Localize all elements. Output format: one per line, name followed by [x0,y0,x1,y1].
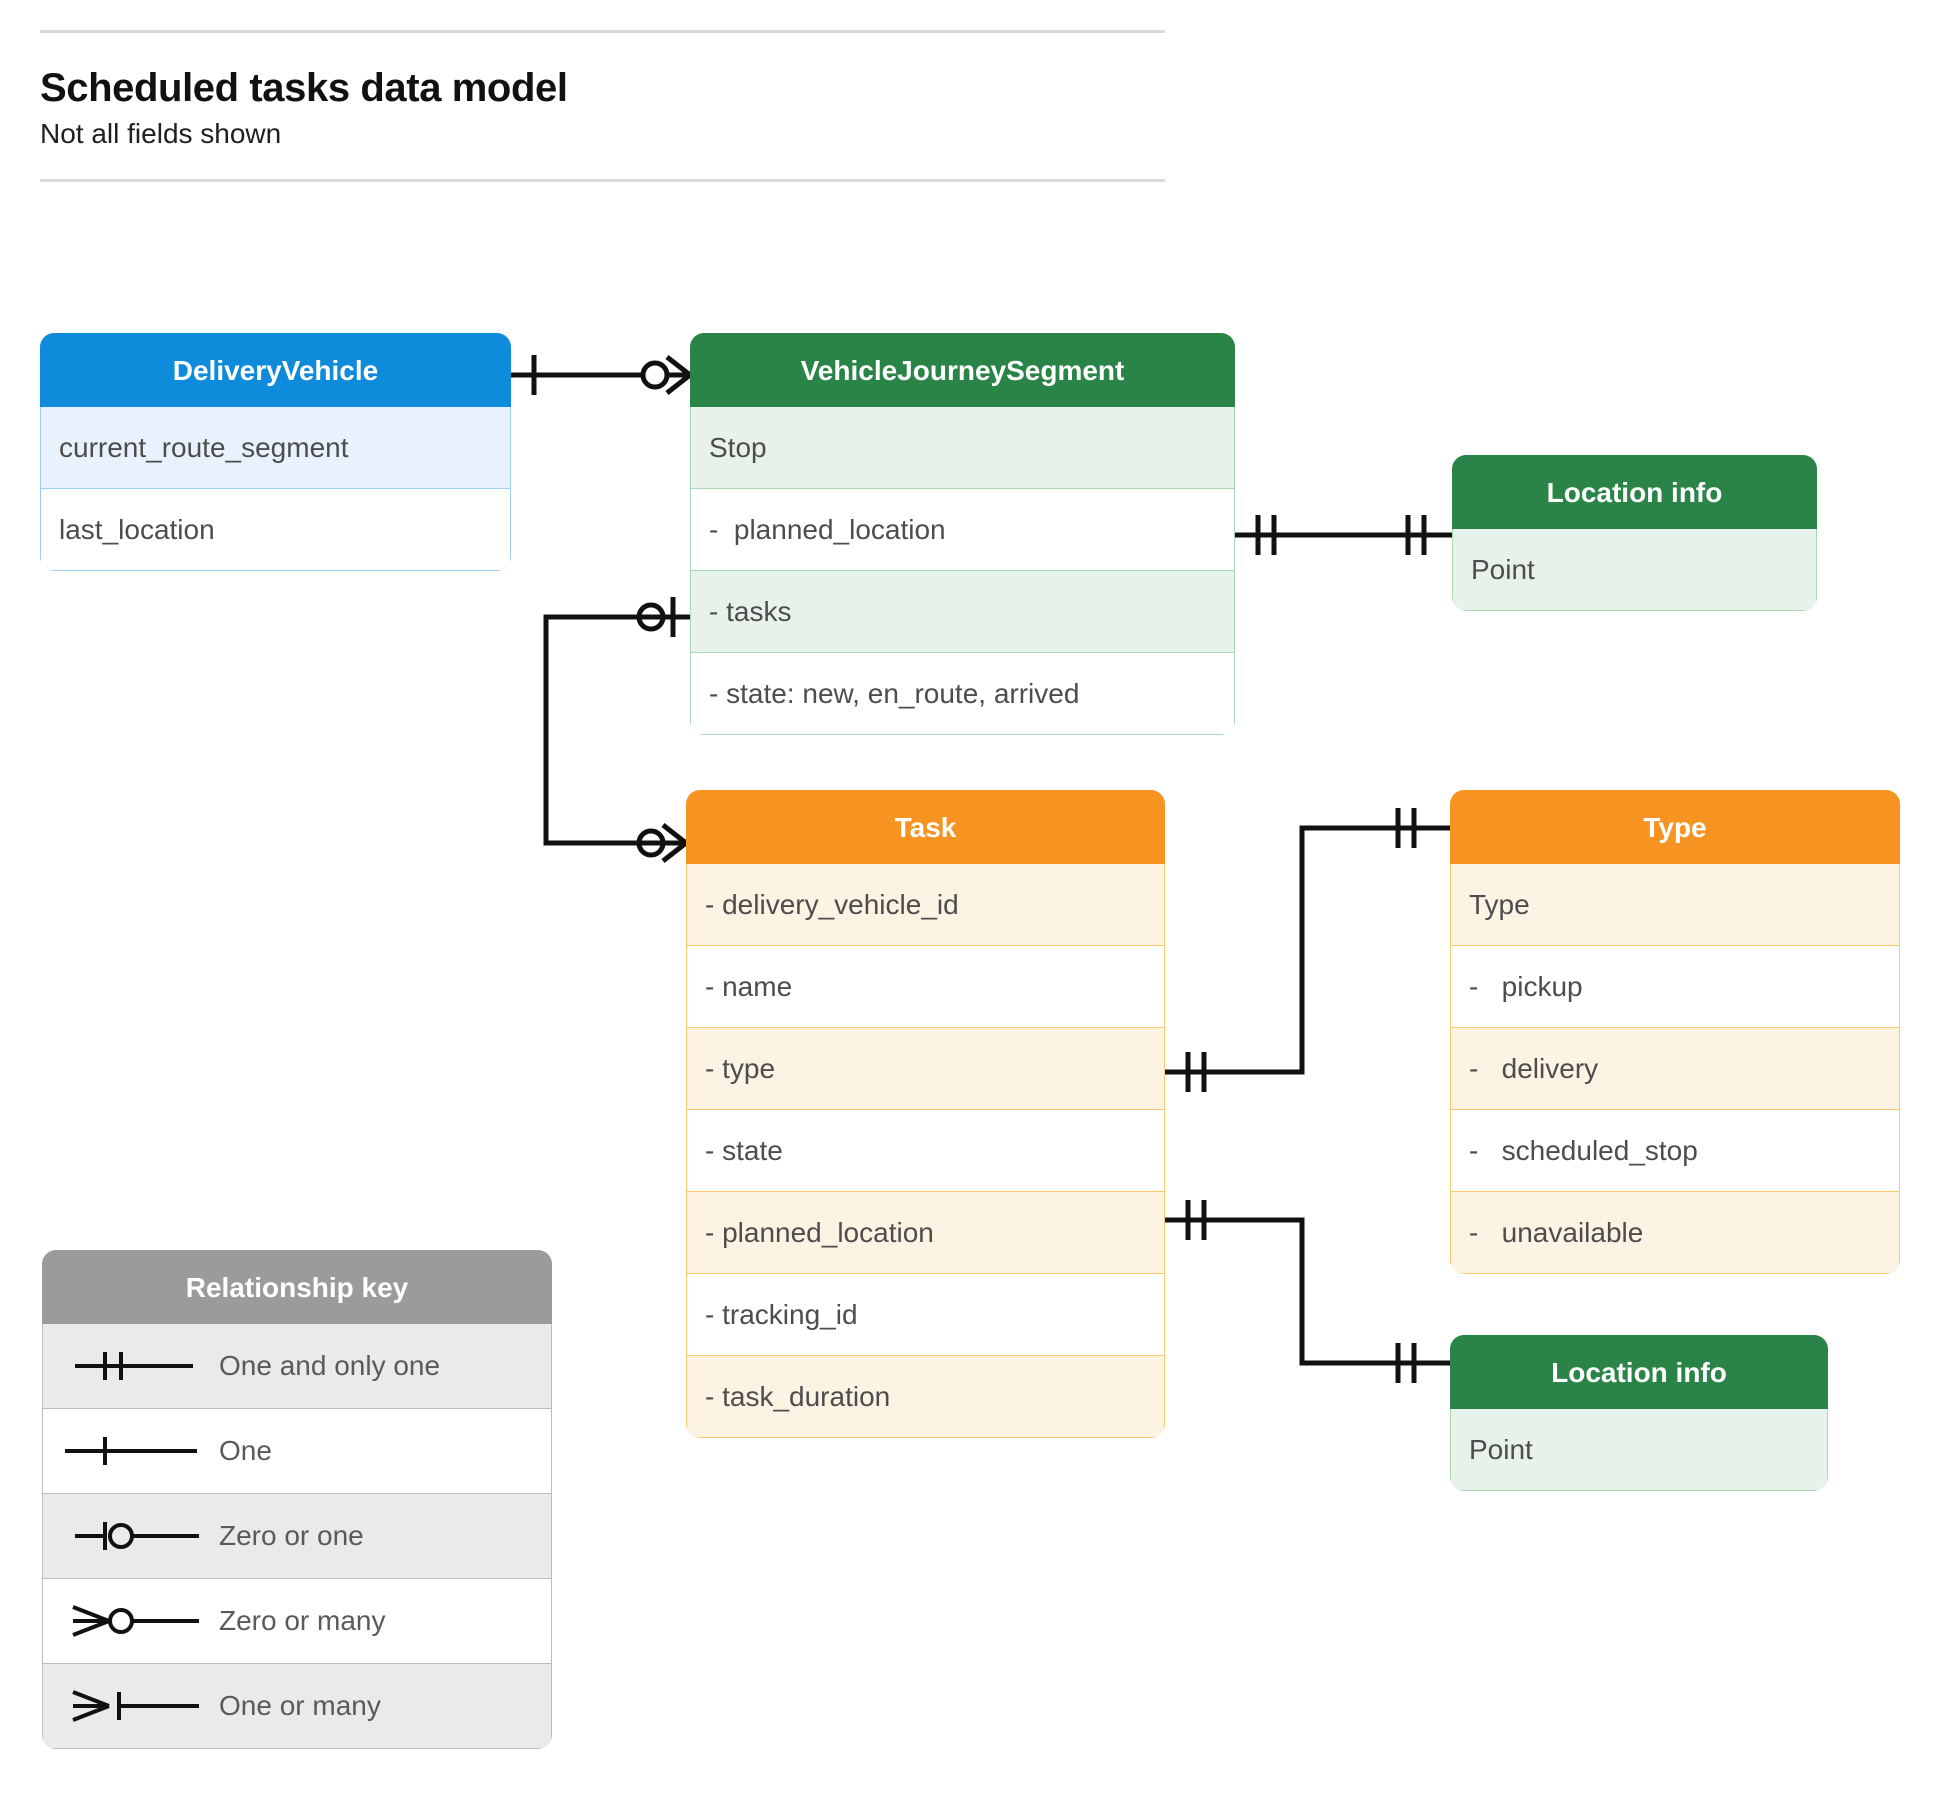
relationship-key-legend: Relationship key One and only one One [42,1250,552,1749]
entity-field[interactable]: - scheduled_stop [1450,1110,1900,1192]
entity-field[interactable]: current_route_segment [40,407,511,489]
entity-rows-task: - delivery_vehicle_id - name - type - st… [686,864,1165,1438]
legend-item-one-and-only-one: One and only one [42,1324,552,1409]
entity-rows-vehicle-journey-segment: Stop - planned_location - tasks - state:… [690,407,1235,735]
entity-field[interactable]: - task_duration [686,1356,1165,1438]
entity-rows-type: Type - pickup - delivery - scheduled_sto… [1450,864,1900,1274]
entity-field[interactable]: - name [686,946,1165,1028]
entity-field[interactable]: - unavailable [1450,1192,1900,1274]
entity-title-vehicle-journey-segment: VehicleJourneySegment [690,333,1235,407]
entity-delivery-vehicle[interactable]: DeliveryVehicle current_route_segment la… [40,333,511,571]
entity-field[interactable]: - state [686,1110,1165,1192]
entity-location-info-top[interactable]: Location info Point [1452,455,1817,611]
legend-item-label: Zero or many [219,1605,386,1636]
legend-item-label: Zero or one [219,1520,364,1551]
entity-title-location-info-bottom: Location info [1450,1335,1828,1409]
entity-title-task: Task [686,790,1165,864]
one-or-many-icon [57,1686,205,1726]
one-and-only-one-icon [57,1346,205,1386]
one-icon [57,1431,205,1471]
entity-rows-delivery-vehicle: current_route_segment last_location [40,407,511,571]
legend-item-label: One and only one [219,1350,441,1381]
entity-field[interactable]: last_location [40,489,511,571]
entity-type[interactable]: Type Type - pickup - delivery - schedule… [1450,790,1900,1274]
entity-field[interactable]: Stop [690,407,1235,489]
entity-field[interactable]: - pickup [1450,946,1900,1028]
zero-or-many-icon [57,1601,205,1641]
page-subtitle: Not all fields shown [40,118,282,149]
entity-field[interactable]: - type [686,1028,1165,1110]
entity-field[interactable]: - delivery_vehicle_id [686,864,1165,946]
header-divider-top [40,30,1165,33]
zero-or-one-icon [57,1516,205,1556]
entity-task[interactable]: Task - delivery_vehicle_id - name - type… [686,790,1165,1438]
legend-title: Relationship key [42,1250,552,1324]
connector-vjs-tasks-to-task [543,597,690,863]
document-header: Scheduled tasks data model Not all field… [40,30,1165,182]
entity-field[interactable]: - tracking_id [686,1274,1165,1356]
entity-field[interactable]: Point [1450,1409,1828,1491]
connector-vjs-plannedlocation-to-locationinfo [1235,515,1452,555]
entity-vehicle-journey-segment[interactable]: VehicleJourneySegment Stop - planned_loc… [690,333,1235,735]
entity-field[interactable]: Point [1452,529,1817,611]
legend-item-one: One [42,1409,552,1494]
entity-field[interactable]: - tasks [690,571,1235,653]
entity-rows-location-info-bottom: Point [1450,1409,1828,1491]
header-divider-bottom [40,178,1165,182]
legend-item-zero-or-many: Zero or many [42,1579,552,1664]
entity-field[interactable]: - planned_location [686,1192,1165,1274]
entity-title-location-info-top: Location info [1452,455,1817,529]
entity-rows-location-info-top: Point [1452,529,1817,611]
page-title: Scheduled tasks data model [40,66,568,110]
connector-task-type-to-type [1165,808,1450,1092]
entity-field[interactable]: - planned_location [690,489,1235,571]
connector-deliveryvehicle-to-vehiclejourneysegment [511,355,692,395]
legend-item-zero-or-one: Zero or one [42,1494,552,1579]
legend-item-one-or-many: One or many [42,1664,552,1749]
entity-field[interactable]: - delivery [1450,1028,1900,1110]
title-block: Scheduled tasks data model Not all field… [40,33,1165,179]
entity-location-info-bottom[interactable]: Location info Point [1450,1335,1828,1491]
connector-task-plannedlocation-to-locationinfo [1165,1200,1450,1383]
entity-field[interactable]: - state: new, en_route, arrived [690,653,1235,735]
entity-title-type: Type [1450,790,1900,864]
entity-field[interactable]: Type [1450,864,1900,946]
legend-item-label: One [219,1435,272,1466]
entity-title-delivery-vehicle: DeliveryVehicle [40,333,511,407]
legend-item-label: One or many [219,1690,381,1721]
